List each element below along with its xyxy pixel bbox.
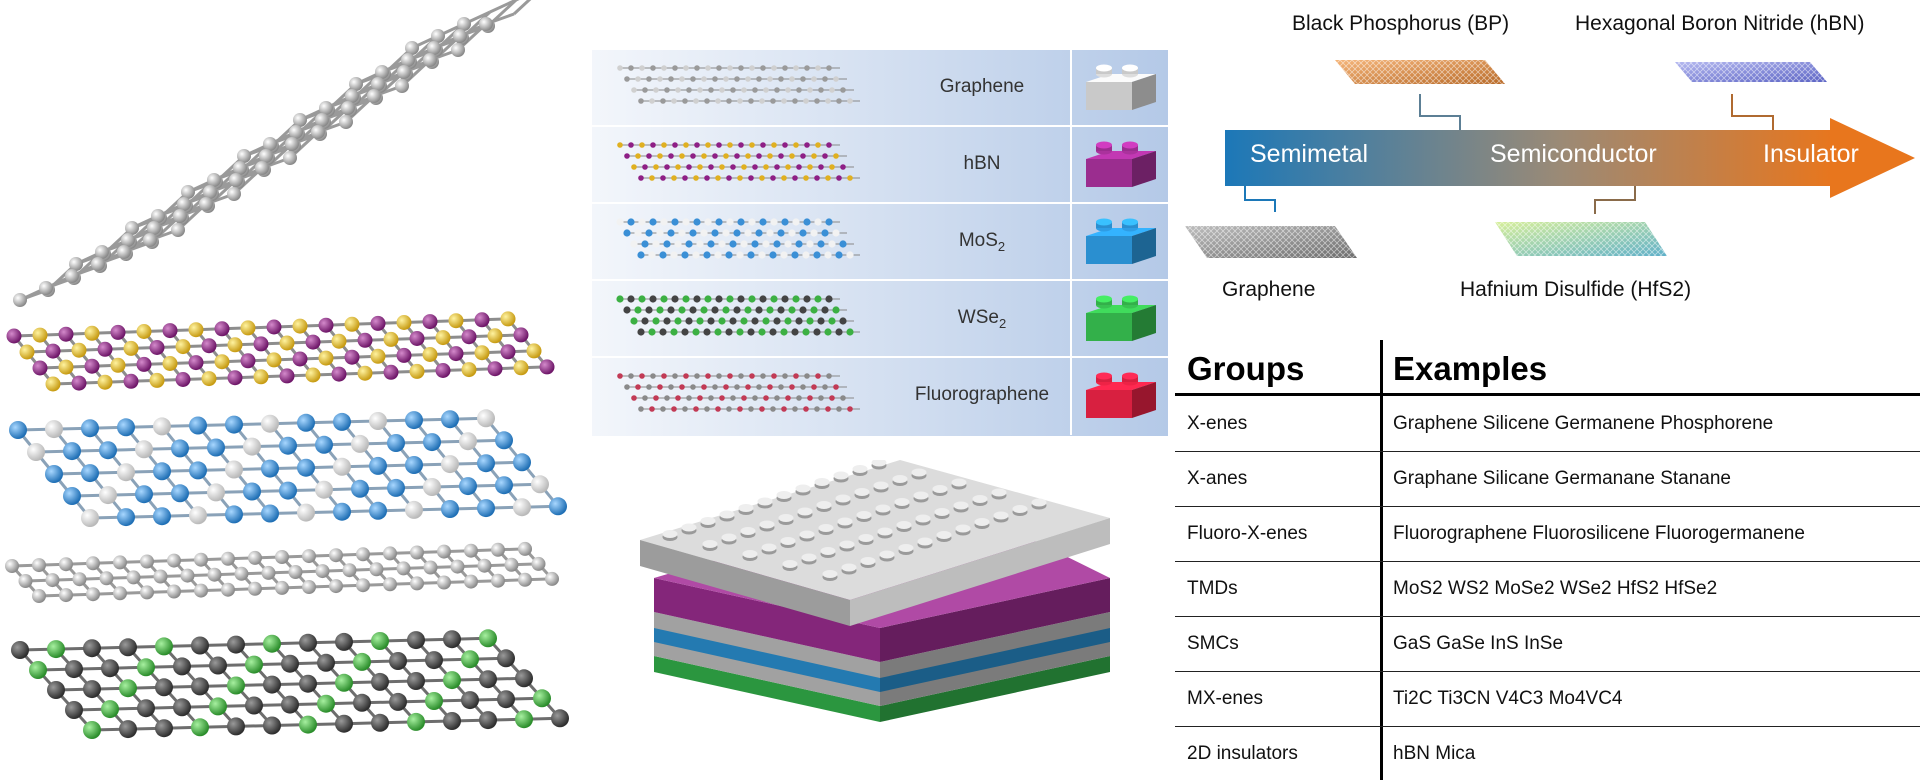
brick-icon	[1086, 372, 1156, 418]
examples-cell: Ti2C Ti3CN V4C3 Mo4VC4	[1393, 688, 1623, 709]
sheet-connectors	[1244, 94, 1774, 214]
hfs2-sheet-image	[1495, 222, 1667, 256]
material-name: MoS2	[882, 230, 1082, 254]
label-hexagonal-boron-nitride: Hexagonal Boron Nitride (hBN)	[1575, 12, 1865, 35]
table-row: Fluoro-X-enes Fluorographene Fluorosilic…	[1175, 507, 1920, 562]
lattice-thumbnail	[617, 65, 860, 104]
spectrum-arrow	[1225, 118, 1915, 198]
group-cell: Fluoro-X-enes	[1187, 523, 1308, 544]
brick-icon	[1086, 64, 1156, 110]
material-name-text: Fluorographene	[914, 384, 1050, 405]
material-name: Graphene	[882, 76, 1082, 98]
lattice-thumbnail	[616, 218, 860, 259]
row-rule	[1175, 726, 1920, 727]
row-separator	[592, 202, 1168, 204]
material-name: Fluorographene	[882, 384, 1082, 406]
arrow-label-semimetal: Semimetal	[1250, 140, 1369, 168]
panel-divider	[1070, 281, 1072, 358]
group-cell: MX-enes	[1187, 688, 1264, 709]
stacked-bricks-illustration	[640, 460, 1110, 722]
material-name: hBN	[882, 153, 1082, 175]
row-rule	[1175, 506, 1920, 507]
row-separator	[592, 356, 1168, 358]
table-row: X-anes Graphane Silicane Germanane Stana…	[1175, 452, 1920, 507]
brick-icon	[1086, 141, 1156, 187]
graphene-sheet-image	[1185, 226, 1357, 258]
group-cell: TMDs	[1187, 578, 1238, 599]
material-name: WSe2	[882, 307, 1082, 331]
examples-cell: GaS GaSe InS InSe	[1393, 633, 1564, 654]
row-rule	[1175, 561, 1920, 562]
table-column-divider	[1380, 340, 1383, 780]
groups-table: Groups Examples X-enes Graphene Silicene…	[1175, 340, 1920, 780]
layer-graphene-middle	[5, 541, 559, 603]
label-graphene: Graphene	[1222, 278, 1316, 301]
layer-wse2	[11, 629, 569, 739]
material-row: Fluorographene	[592, 358, 1168, 435]
material-name-text: WSe	[957, 307, 999, 328]
bandgap-spectrum: Semimetal Semiconductor Insulator Black …	[1175, 0, 1920, 330]
table-row: SMCs GaS GaSe InS InSe	[1175, 617, 1920, 672]
table-row: MX-enes Ti2C Ti3CN V4C3 Mo4VC4	[1175, 672, 1920, 727]
brick-slab	[654, 612, 1110, 678]
material-subscript: 2	[998, 315, 1007, 331]
material-name-text: MoS	[958, 230, 998, 251]
material-row: Graphene	[592, 50, 1168, 127]
examples-cell: Graphene Silicene Germanene Phosphorene	[1393, 413, 1774, 434]
group-cell: SMCs	[1187, 633, 1239, 654]
hbn-sheet-image	[1675, 62, 1827, 82]
heterostructure-stack-illustration	[5, 0, 569, 739]
material-name-text: Graphene	[939, 76, 1025, 97]
examples-cell: hBN Mica	[1393, 743, 1476, 764]
layer-mos2	[9, 409, 567, 527]
row-rule	[1175, 671, 1920, 672]
brick-slab	[654, 640, 1110, 706]
panel-divider	[1070, 204, 1072, 281]
material-subscript: 2	[997, 238, 1006, 254]
layer-hbn	[6, 311, 555, 392]
examples-cell: MoS2 WS2 MoSe2 WSe2 HfS2 HfSe2	[1393, 578, 1718, 599]
group-cell: 2D insulators	[1187, 743, 1298, 764]
brick-icon	[1086, 218, 1156, 264]
label-black-phosphorus: Black Phosphorus (BP)	[1292, 12, 1510, 35]
brick-icon	[1086, 295, 1156, 341]
arrow-label-semiconductor: Semiconductor	[1490, 140, 1657, 168]
row-rule	[1175, 451, 1920, 452]
table-row: X-enes Graphene Silicene Germanene Phosp…	[1175, 397, 1920, 452]
header-examples: Examples	[1393, 350, 1548, 387]
brick-slab	[654, 626, 1110, 692]
bp-sheet-image	[1335, 60, 1505, 84]
header-groups: Groups	[1187, 350, 1305, 387]
group-cell: X-anes	[1187, 468, 1248, 489]
examples-cell: Fluorographene Fluorosilicene Fluorogerm…	[1393, 523, 1805, 544]
material-row: WSe2	[592, 281, 1168, 358]
table-row: TMDs MoS2 WS2 MoSe2 WSe2 HfS2 HfSe2	[1175, 562, 1920, 617]
lattice-thumbnail	[617, 142, 860, 181]
grey-top-plate	[640, 460, 1110, 626]
brick-slab	[654, 578, 1110, 662]
layer-graphene-top	[13, 0, 532, 307]
arrow-label-insulator: Insulator	[1763, 140, 1859, 168]
material-brick-panel: Graphene hBN MoS2	[592, 50, 1168, 436]
panel-divider	[1070, 358, 1072, 435]
table-row: 2D insulators hBN Mica	[1175, 727, 1920, 782]
row-separator	[592, 125, 1168, 127]
panel-divider	[1070, 50, 1072, 127]
examples-cell: Graphane Silicane Germanane Stanane	[1393, 468, 1732, 489]
row-rule	[1175, 616, 1920, 617]
lattice-thumbnail	[616, 295, 860, 336]
brick-slab	[654, 656, 1110, 722]
material-row: hBN	[592, 127, 1168, 204]
material-row: MoS2	[592, 204, 1168, 281]
material-name-text: hBN	[963, 153, 1001, 174]
group-cell: X-enes	[1187, 413, 1248, 434]
panel-divider	[1070, 127, 1072, 204]
table-header-rule	[1175, 393, 1920, 396]
row-separator	[592, 279, 1168, 281]
lattice-thumbnail	[617, 373, 860, 412]
label-hafnium-disulfide: Hafnium Disulfide (HfS2)	[1460, 278, 1692, 301]
